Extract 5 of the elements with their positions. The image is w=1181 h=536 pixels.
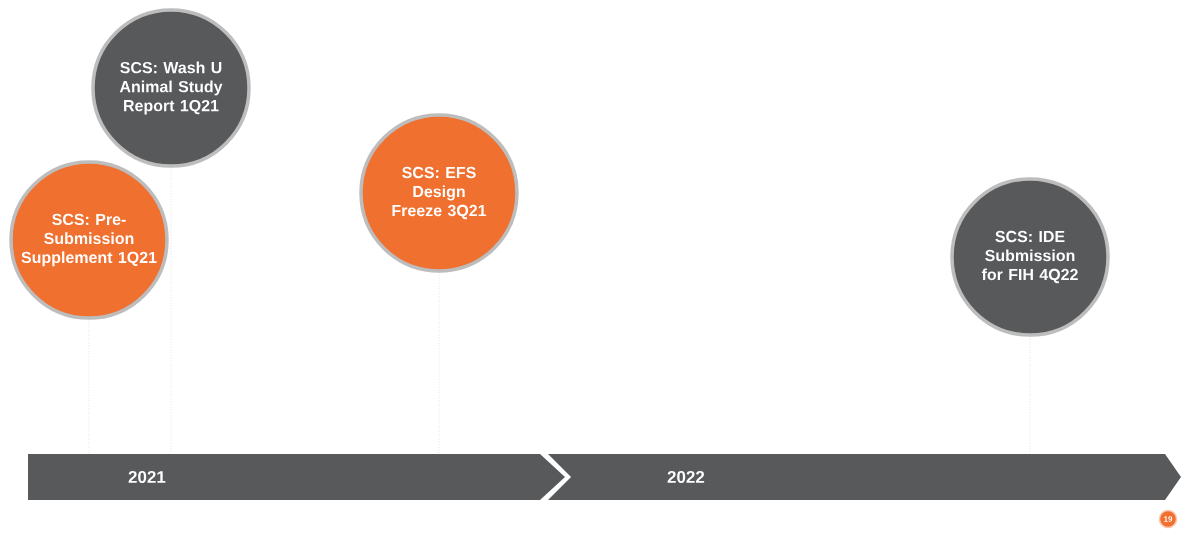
page-number: 19 [1158,509,1178,529]
node-label: 2021 [128,470,166,484]
node-label: 2022 [667,470,705,484]
timeline-band: 2022 [548,454,1181,500]
timeline-band: 2021 [28,454,565,500]
